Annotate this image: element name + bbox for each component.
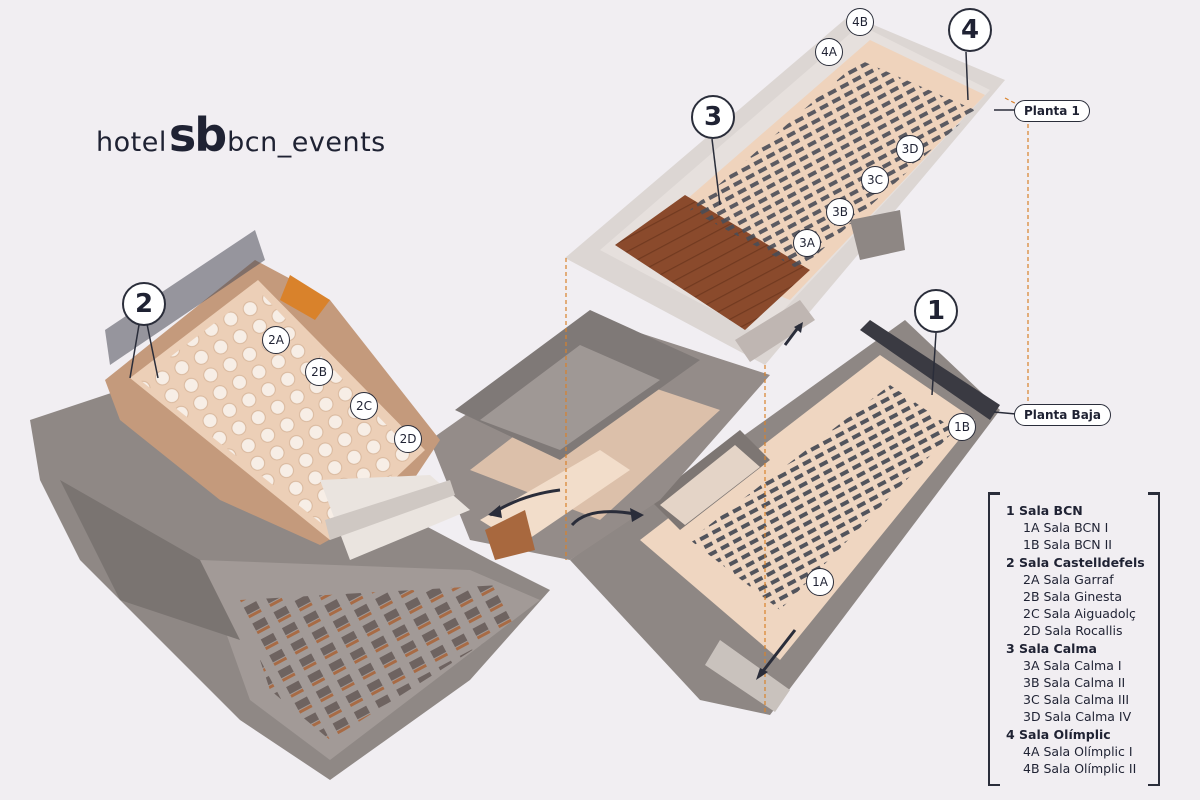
- logo-text-bcn-events: bcn_events: [227, 127, 386, 158]
- room-badge-4a: 4A: [815, 38, 843, 66]
- legend-item-2d: 2D Sala Rocallis: [1023, 623, 1123, 639]
- legend-group-3: 3 Sala Calma: [1006, 640, 1097, 656]
- room-badge-2d: 2D: [394, 425, 422, 453]
- floor-label-planta-baja: Planta Baja: [1014, 404, 1112, 426]
- legend-item-4a: 4A Sala Olímplic I: [1023, 743, 1133, 759]
- room-badge-1b: 1B: [948, 413, 976, 441]
- room-badge-3: 3: [691, 95, 735, 139]
- legend-group-2: 2 Sala Castelldefels: [1006, 554, 1145, 570]
- ground-floor-right-block: [570, 320, 1000, 715]
- room-badge-2a: 2A: [262, 326, 290, 354]
- legend-item-4b: 4B Sala Olímplic II: [1023, 761, 1137, 777]
- hotel-logo: hotel sb bcn_events: [96, 112, 386, 158]
- legend-item-2c: 2C Sala Aiguadolç: [1023, 606, 1136, 622]
- legend-item-1b: 1B Sala BCN II: [1023, 537, 1112, 553]
- logo-text-hotel: hotel: [96, 127, 167, 158]
- ground-floor-left-wing: [30, 380, 550, 780]
- ground-floor-central-block: [430, 310, 770, 560]
- upper-floor-block: [565, 15, 1005, 365]
- legend-item-1a: 1A Sala BCN I: [1023, 520, 1109, 536]
- room-badge-3c: 3C: [861, 166, 889, 194]
- room-badge-3b: 3B: [826, 198, 854, 226]
- room-badge-1a: 1A: [806, 568, 834, 596]
- callout-leader-lines: [129, 51, 1017, 415]
- legend-item-3c: 3C Sala Calma III: [1023, 692, 1130, 708]
- room-badge-2b: 2B: [305, 358, 333, 386]
- arrow-heads: [488, 322, 803, 680]
- legend-item-2a: 2A Sala Garraf: [1023, 571, 1114, 587]
- room-badge-2c: 2C: [350, 392, 378, 420]
- legend-item-3d: 3D Sala Calma IV: [1023, 709, 1132, 725]
- legend-item-3a: 3A Sala Calma I: [1023, 657, 1122, 673]
- legend-item-3b: 3B Sala Calma II: [1023, 675, 1126, 691]
- legend-group-4: 4 Sala Olímplic: [1006, 726, 1111, 742]
- legend-item-2b: 2B Sala Ginesta: [1023, 589, 1123, 605]
- logo-text-sb: sb: [168, 108, 227, 162]
- floor-label-planta-1: Planta 1: [1014, 100, 1090, 122]
- room-badge-4b: 4B: [846, 8, 874, 36]
- room-badge-3a: 3A: [793, 229, 821, 257]
- room-badge-4: 4: [948, 8, 992, 52]
- room-badge-1: 1: [914, 289, 958, 333]
- room-badge-3d: 3D: [896, 135, 924, 163]
- ground-floor-castelldefels-hall: [105, 230, 470, 560]
- legend-list: 1 Sala BCN 1A Sala BCN I 1B Sala BCN II …: [990, 492, 1158, 777]
- room-legend: 1 Sala BCN 1A Sala BCN I 1B Sala BCN II …: [988, 492, 1160, 786]
- room-badge-2: 2: [122, 282, 166, 326]
- legend-group-1: 1 Sala BCN: [1006, 503, 1083, 518]
